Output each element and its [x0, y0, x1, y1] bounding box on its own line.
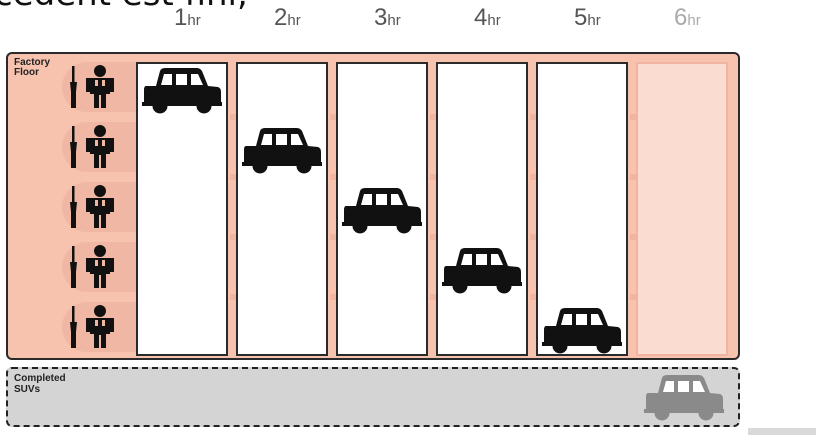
hour-unit: hr	[587, 12, 601, 29]
suv-icon	[442, 246, 522, 294]
completed-suv-icon	[644, 373, 724, 421]
worker-icon	[68, 184, 118, 230]
completed-suvs-label: Completed SUVs	[14, 373, 66, 395]
hour-label-5: 5hr	[574, 6, 601, 30]
station-divider-tick	[330, 174, 336, 180]
hour-column-4	[436, 62, 528, 356]
suv-icon	[342, 186, 422, 234]
hour-label-2: 2hr	[274, 6, 301, 30]
hour-column-6	[636, 62, 728, 356]
hour-label-3: 3hr	[374, 6, 401, 30]
suv-icon	[542, 306, 622, 354]
worker-icon	[68, 304, 118, 350]
hour-label-4: 4hr	[474, 6, 501, 30]
station-divider-tick	[430, 174, 436, 180]
workstation-3	[62, 182, 146, 232]
station-divider-tick	[430, 294, 436, 300]
station-divider-tick	[330, 114, 336, 120]
hour-label-6: 6hr	[674, 6, 701, 30]
hour-label-1: 1hr	[174, 6, 201, 30]
station-divider-tick	[630, 234, 636, 240]
station-divider-tick	[630, 114, 636, 120]
station-divider-tick	[230, 294, 236, 300]
station-divider-tick	[330, 234, 336, 240]
completed-suvs-area: Completed SUVs	[6, 367, 740, 427]
hour-unit: hr	[187, 12, 201, 29]
worker-icon	[68, 124, 118, 170]
workstation-2	[62, 122, 146, 172]
worker-icon	[68, 244, 118, 290]
station-divider-tick	[230, 174, 236, 180]
worker-icon	[68, 64, 118, 110]
suv-icon	[242, 126, 322, 174]
suv-icon	[142, 66, 222, 114]
hour-unit: hr	[687, 12, 701, 29]
station-divider-tick	[530, 294, 536, 300]
station-divider-tick	[530, 174, 536, 180]
workstation-5	[62, 302, 146, 352]
hour-number: 4	[474, 4, 488, 31]
station-divider-tick	[530, 234, 536, 240]
factory-floor-label: Factory Floor	[14, 57, 51, 78]
station-divider-tick	[330, 294, 336, 300]
hour-number: 6	[674, 4, 688, 31]
hour-column-2	[236, 62, 328, 356]
cropped-heading-text: cédent est fini,	[0, 0, 248, 14]
page-edge	[748, 428, 816, 435]
factory-floor: Factory Floor	[6, 52, 740, 360]
hour-unit: hr	[487, 12, 501, 29]
hour-unit: hr	[387, 12, 401, 29]
station-divider-tick	[630, 174, 636, 180]
station-divider-tick	[530, 114, 536, 120]
hour-number: 2	[274, 4, 288, 31]
hour-number: 5	[574, 4, 588, 31]
station-divider-tick	[430, 234, 436, 240]
hour-number: 3	[374, 4, 388, 31]
hour-column-1	[136, 62, 228, 356]
hour-unit: hr	[287, 12, 301, 29]
workstation-1	[62, 62, 146, 112]
station-divider-tick	[230, 114, 236, 120]
hour-number: 1	[174, 4, 188, 31]
station-divider-tick	[630, 294, 636, 300]
station-divider-tick	[430, 114, 436, 120]
workstation-4	[62, 242, 146, 292]
hour-column-5	[536, 62, 628, 356]
station-divider-tick	[230, 234, 236, 240]
